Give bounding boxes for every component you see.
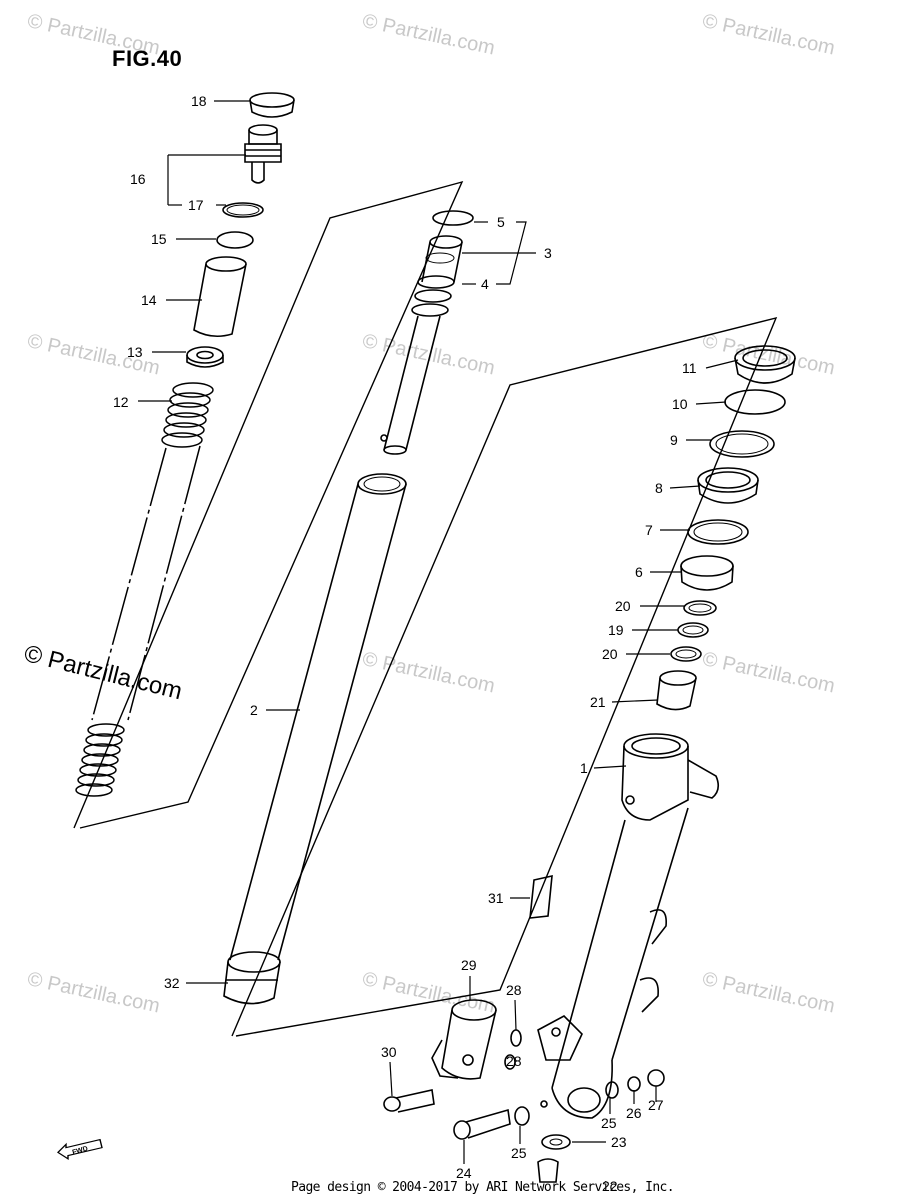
- part-label-7: 7: [645, 522, 653, 538]
- part-label-3: 3: [544, 245, 552, 261]
- forward-arrow-icon: FWD: [57, 1138, 103, 1160]
- part-label-8: 8: [655, 480, 663, 496]
- part-label-13: 13: [127, 344, 143, 360]
- part-label-15: 15: [151, 231, 167, 247]
- part-label-28-upper: 28: [506, 982, 522, 998]
- washer-part-26: [627, 1076, 641, 1092]
- washer-part-28-upper: [510, 1029, 522, 1047]
- part-label-4: 4: [481, 276, 489, 292]
- spacer-part-14: [193, 256, 247, 338]
- washer-part-25-right: [605, 1081, 619, 1099]
- part-label-10: 10: [672, 396, 688, 412]
- forward-arrow-label: FWD: [72, 1145, 89, 1156]
- part-label-22: 22: [602, 1178, 618, 1194]
- guide-bushing-part-6: [680, 555, 734, 591]
- part-label-14: 14: [141, 292, 157, 308]
- part-label-1: 1: [580, 760, 588, 776]
- washer-part-7: [687, 519, 749, 545]
- part-label-26: 26: [626, 1105, 642, 1121]
- damper-rod-part-3: [380, 235, 463, 455]
- part-label-21: 21: [590, 694, 606, 710]
- part-label-9: 9: [670, 432, 678, 448]
- part-label-18: 18: [191, 93, 207, 109]
- group-frame-left: [73, 180, 464, 829]
- bolt-part-24: [453, 1108, 511, 1140]
- page-footer: Page design © 2004-2017 by ARI Network S…: [291, 1180, 675, 1195]
- adjuster-bolt-part-16: [244, 124, 282, 184]
- dust-seal-part-11: [734, 345, 796, 384]
- part-label-17: 17: [188, 197, 204, 213]
- part-label-20-lower: 20: [602, 646, 618, 662]
- washer-part-23: [541, 1134, 571, 1150]
- part-label-31: 31: [488, 890, 504, 906]
- fork-spring-part-12: [75, 382, 214, 797]
- label-plate-part-31: [529, 874, 553, 919]
- cap-part-18: [249, 92, 295, 118]
- oil-seal-part-8: [697, 467, 759, 504]
- o-ring-part-17: [222, 202, 264, 218]
- part-label-2: 2: [250, 702, 258, 718]
- part-label-6: 6: [635, 564, 643, 580]
- part-label-5: 5: [497, 214, 505, 230]
- figure-title: FIG.40: [112, 46, 183, 71]
- part-label-32: 32: [164, 975, 180, 991]
- leader-lines: [138, 100, 739, 1164]
- oil-lock-piece-part-21: [656, 670, 697, 711]
- part-label-16: 16: [130, 171, 146, 187]
- drain-screw-part-22: [537, 1158, 559, 1183]
- part-label-30: 30: [381, 1044, 397, 1060]
- part-label-20-upper: 20: [615, 598, 631, 614]
- part-label-11: 11: [682, 360, 697, 376]
- washer-part-15: [216, 231, 254, 249]
- spring-seat-part-13: [186, 346, 224, 368]
- part-label-29: 29: [461, 957, 477, 973]
- part-label-19: 19: [608, 622, 624, 638]
- part-label-27: 27: [648, 1097, 664, 1113]
- ring-part-20-lower: [670, 646, 702, 662]
- bolt-part-30: [383, 1089, 435, 1113]
- part-label-25-right: 25: [601, 1115, 617, 1131]
- washer-part-25-lower: [514, 1106, 530, 1126]
- group-frame-middle: [231, 316, 778, 1037]
- holder-part-29: [431, 999, 497, 1080]
- ring-part-5: [432, 210, 474, 226]
- part-label-23: 23: [611, 1134, 627, 1150]
- part-label-12: 12: [113, 394, 129, 410]
- slide-bushing-part-32: [223, 951, 281, 1005]
- inner-tube-part-2: [229, 473, 407, 961]
- nut-part-27: [647, 1069, 665, 1087]
- outer-tube-part-1: [537, 733, 720, 1119]
- part-label-28-lower: 28: [506, 1053, 522, 1069]
- washer-part-28-lower: [504, 1054, 516, 1070]
- clip-part-10: [724, 389, 786, 415]
- washer-part-9: [709, 430, 775, 458]
- ring-part-20-upper: [683, 600, 717, 616]
- part-label-25-lower: 25: [511, 1145, 527, 1161]
- part-label-24: 24: [456, 1165, 472, 1181]
